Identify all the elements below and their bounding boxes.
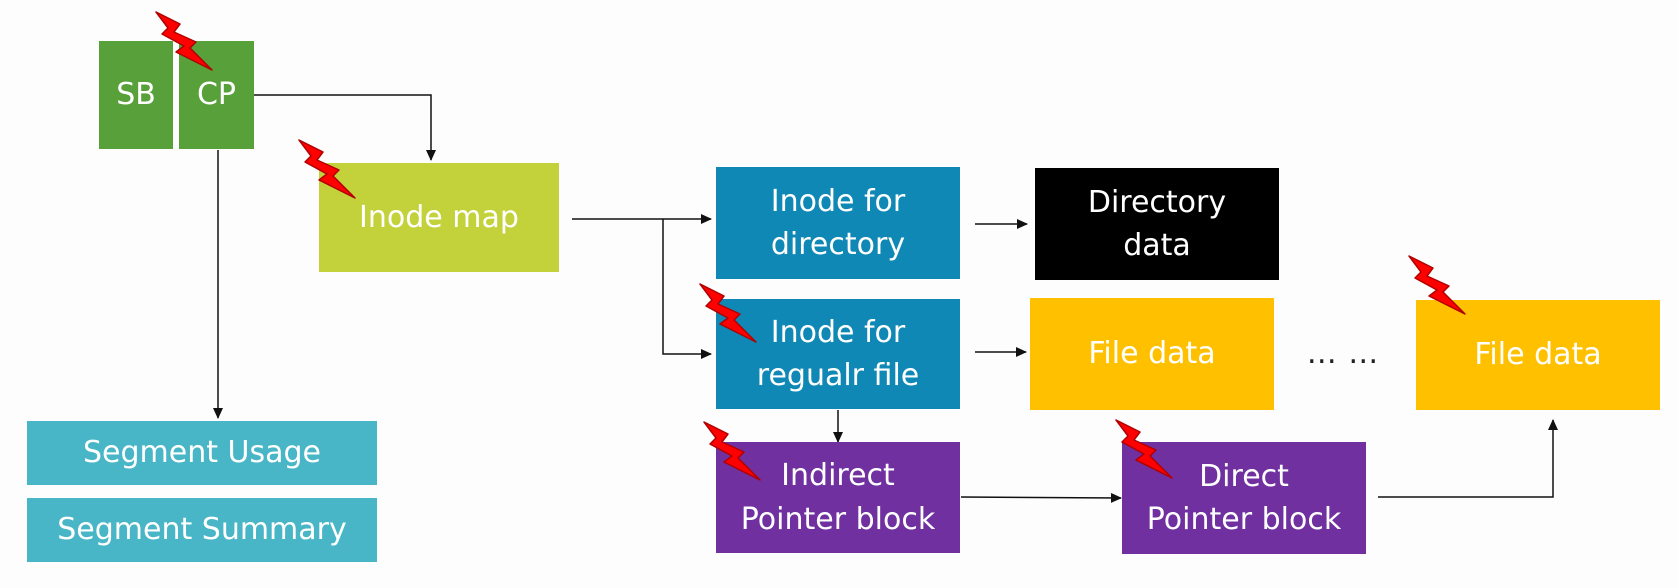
cp-label: CP [196,77,237,113]
arrow-cp-to-inode-map [254,94,436,161]
inode-regular-file-block: Inode for regualr file [716,299,960,409]
segment-summary-label: Segment Summary [57,512,347,548]
arrow-direct-block-to-file-data [1378,419,1558,498]
arrow-inode-map-to-inode-regular [662,219,712,359]
directory-data-block: Directory data [1035,168,1279,280]
direct-pointer-label: Direct Pointer block [1146,458,1342,538]
inode-map-block: Inode map [319,163,559,272]
inode-directory-label: Inode for directory [770,183,906,263]
direct-pointer-block: Direct Pointer block [1122,442,1366,554]
arrow-indirect-to-direct-block [960,492,1122,503]
segment-usage-block: Segment Usage [27,421,377,485]
file-data-label-1: File data [1088,336,1216,372]
segment-usage-label: Segment Usage [82,435,321,471]
sb-block: SB [99,41,173,149]
indirect-pointer-block: Indirect Pointer block [716,442,960,553]
file-data-label-2: File data [1474,337,1602,373]
inode-regular-file-label: Inode for regualr file [756,314,920,394]
directory-data-label: Directory data [1087,184,1227,264]
cp-block: CP [179,41,254,149]
sb-label: SB [116,77,156,113]
file-data-block-1: File data [1030,298,1274,410]
ellipsis-label: … … [1306,336,1380,371]
file-data-block-2: File data [1416,300,1660,410]
inode-map-label: Inode map [359,199,519,235]
inode-directory-block: Inode for directory [716,167,960,279]
indirect-pointer-label: Indirect Pointer block [740,458,936,537]
segment-summary-block: Segment Summary [27,498,377,562]
